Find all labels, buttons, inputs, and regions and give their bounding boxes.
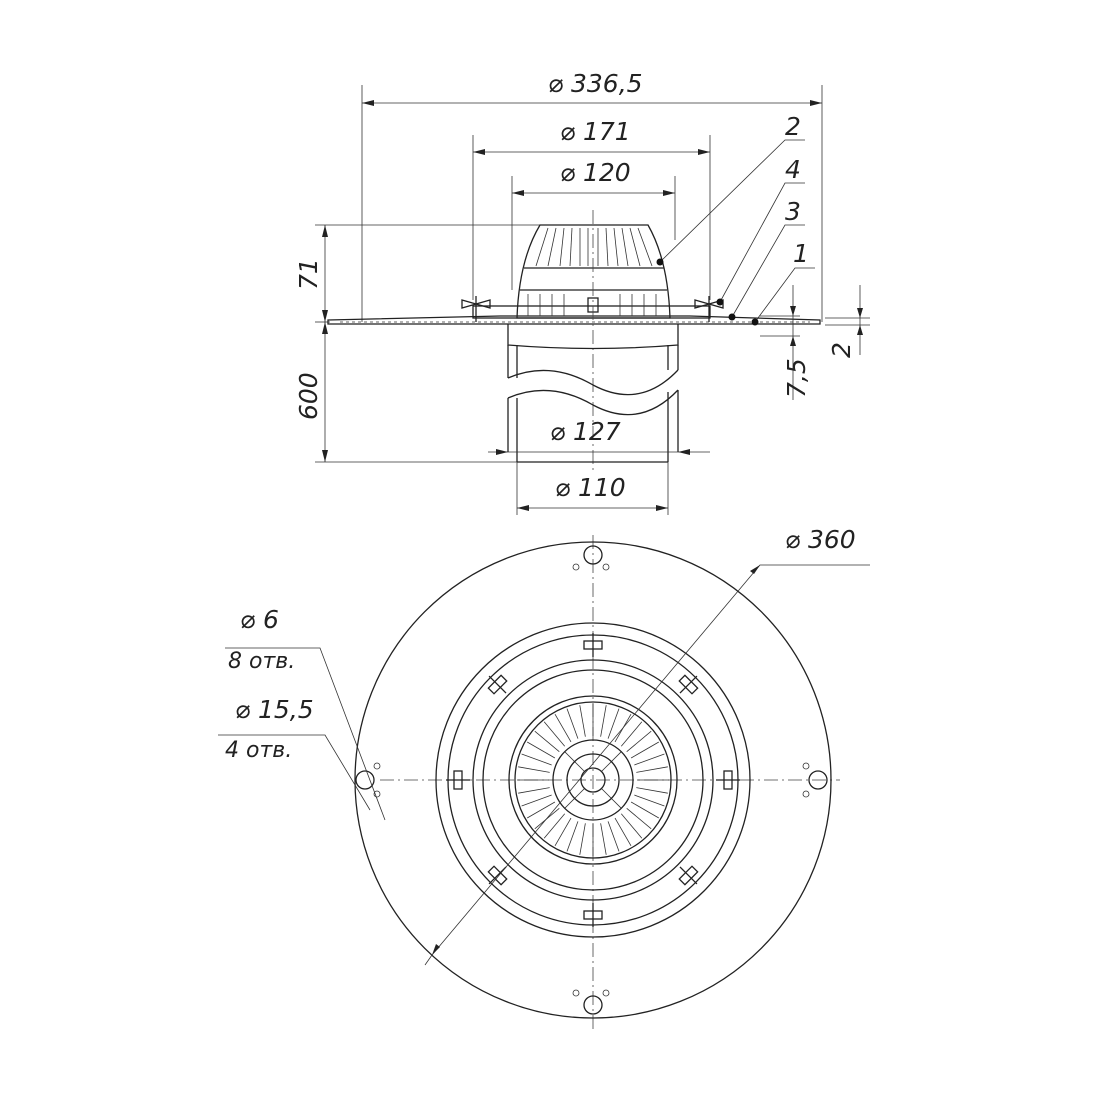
wing-nut [583,903,603,927]
dim-membrane-thickness: 2 [827,342,856,358]
dim-outer-diameter: ⌀ 360 [785,525,856,554]
wing-nut [678,674,699,695]
flange-outline [354,541,832,1019]
dim-line-120 [512,190,675,196]
outlet-pipe [507,324,679,463]
dim-large-hole-diameter: ⌀ 15,5 [235,695,314,724]
svg-text:4: 4 [785,155,801,184]
wing-nut [487,674,508,695]
mounting-holes [355,545,828,1015]
dim-flange-diameter: ⌀ 336,5 [548,69,643,98]
leaf-guard-dome [516,224,671,319]
mounting-hole [572,545,610,571]
flange-membrane [327,315,821,325]
dim-pipe-outer-diameter: ⌀ 127 [550,417,621,446]
callout-4: 4 [716,155,805,306]
svg-text:3: 3 [785,197,801,226]
mounting-hole [572,989,610,1015]
side-view: ⌀ 336,5 ⌀ 171 ⌀ 120 71 600 [294,69,870,515]
dim-line-171 [473,149,710,155]
callout-3: 3 [728,197,805,321]
callout-2: 2 [656,112,805,266]
wing-nut [446,770,470,790]
wing-nut-left [461,296,491,322]
callout-1: 1 [751,239,815,326]
dim-top-height: 71 [294,258,323,290]
wing-nut-right [694,296,724,322]
wing-nut [678,865,699,886]
dim-small-hole-diameter: ⌀ 6 [240,605,279,634]
svg-text:2: 2 [785,112,801,141]
wing-nut [716,770,740,790]
dim-line-127 [488,449,710,455]
dim-dome-diameter: ⌀ 120 [560,158,631,187]
mounting-hole [802,762,828,798]
wing-nut [583,633,603,657]
plan-view: ⌀ 360 ⌀ 6 8 отв. ⌀ 15,5 4 отв. [218,525,870,1030]
small-hole-count: 8 отв. [228,649,295,674]
dim-ring-diameter: ⌀ 171 [560,117,631,146]
dim-pipe-inner-diameter: ⌀ 110 [555,473,626,502]
dim-pipe-length: 600 [294,372,323,420]
svg-text:1: 1 [793,239,809,268]
wing-nuts [446,633,740,927]
dim-line-110 [517,505,668,511]
dim-flange-thickness: 7,5 [782,358,811,398]
mounting-hole [355,762,381,798]
dim-line-336 [362,100,822,106]
large-hole-count: 4 отв. [225,738,292,763]
